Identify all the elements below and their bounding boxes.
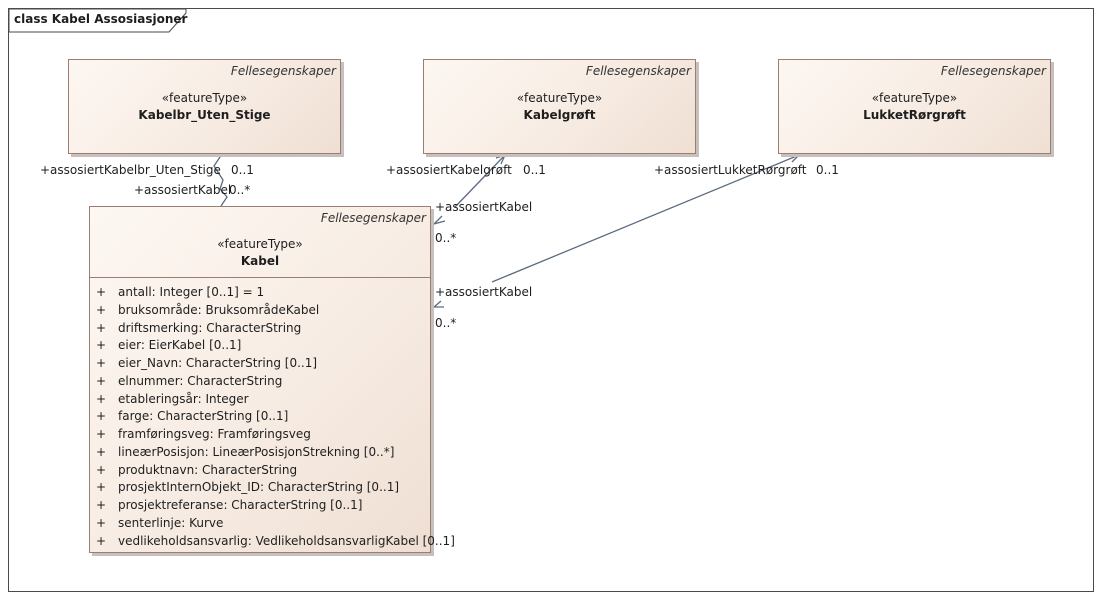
diagram-frame	[8, 8, 1094, 592]
class-name: Kabel	[240, 254, 280, 268]
class-kabelbr-uten-stige[interactable]: Fellesegenskaper «featureType» Kabelbr_U…	[68, 59, 341, 154]
attribute-row: +prosjektreferanse: CharacterString [0..…	[96, 498, 363, 512]
multiplicity-kabelgroft: 0..1	[523, 163, 546, 177]
attribute-row: +framføringsveg: Framføringsveg	[96, 427, 311, 441]
class-kabel[interactable]: Fellesegenskaper «featureType» Kabel +an…	[89, 206, 455, 553]
role-label-kabel-a3: +assosiertKabel	[435, 285, 533, 299]
stereotype-label: «featureType»	[516, 91, 603, 105]
attribute-row: +elnummer: CharacterString	[96, 373, 283, 388]
role-label-kabelbr: +assosiertKabelbr_Uten_Stige	[40, 163, 221, 177]
attribute-row: +produktnavn: CharacterString	[96, 462, 298, 477]
package-label: Fellesegenskaper	[230, 64, 336, 78]
attribute-row: +prosjektInternObjekt_ID: CharacterStrin…	[96, 480, 400, 495]
stereotype-label: «featureType»	[161, 91, 248, 105]
attribute-row: +eier: EierKabel [0..1]	[96, 338, 242, 353]
attribute-row: +driftsmerking: CharacterString	[96, 320, 302, 335]
attribute-row: +bruksområde: BruksområdeKabel	[96, 302, 320, 317]
multiplicity-kabelbr: 0..1	[231, 163, 254, 177]
arrow-lukket-target	[788, 154, 801, 163]
diagram-title-tab	[8, 8, 187, 33]
class-name: Kabelgrøft	[523, 108, 596, 122]
class-name: LukketRørgrøft	[863, 108, 966, 122]
association-kabel-lukket[interactable]	[491, 154, 800, 283]
association-kabel-kabelbr[interactable]	[213, 153, 228, 207]
arrow-kabelgroft-target	[495, 153, 507, 165]
attribute-compartment: +antall: Integer [0..1] = 1 +bruksområde…	[90, 277, 455, 550]
arrow-lukket-source	[432, 300, 444, 308]
attribute-row: +antall: Integer [0..1] = 1	[96, 285, 265, 299]
multiplicity-lukket: 0..1	[816, 163, 839, 177]
multiplicity-kabel-a3: 0..*	[435, 316, 457, 330]
association-kabel-kabelgroft[interactable]	[454, 154, 506, 208]
attribute-row: +lineærPosisjon: LineærPosisjonStrekning…	[96, 444, 395, 459]
attribute-row: +vedlikeholdsansvarlig: Vedlikeholdsansv…	[96, 533, 455, 548]
package-label: Fellesegenskaper	[320, 211, 426, 225]
arrow-kabelgroft-source	[431, 215, 446, 226]
diagram-title: class Kabel Assosiasjoner	[14, 12, 188, 26]
role-label-kabelgroft: +assosiertKabelgrøft	[386, 163, 512, 177]
attribute-row: +eier_Navn: CharacterString [0..1]	[96, 356, 318, 370]
role-label-lukket: +assosiertLukketRørgrøft	[654, 163, 807, 177]
class-name: Kabelbr_Uten_Stige	[138, 108, 271, 122]
package-label: Fellesegenskaper	[940, 64, 1046, 78]
class-lukket-rorgroft[interactable]: Fellesegenskaper «featureType» LukketRør…	[778, 59, 1051, 154]
class-kabelgroft[interactable]: Fellesegenskaper «featureType» Kabelgrøf…	[423, 59, 696, 154]
multiplicity-kabel-a2: 0..*	[435, 231, 457, 245]
multiplicity-kabel-a1: 0..*	[229, 183, 251, 197]
role-label-kabel-a1: +assosiertKabel	[134, 183, 232, 197]
package-label: Fellesegenskaper	[585, 64, 691, 78]
stereotype-label: «featureType»	[217, 237, 303, 251]
attribute-row: +etableringsår: Integer	[96, 391, 249, 406]
attribute-row: +senterlinje: Kurve	[96, 515, 224, 530]
role-label-kabel-a2: +assosiertKabel	[435, 200, 533, 214]
attribute-row: +farge: CharacterString [0..1]	[96, 409, 289, 424]
stereotype-label: «featureType»	[871, 91, 958, 105]
